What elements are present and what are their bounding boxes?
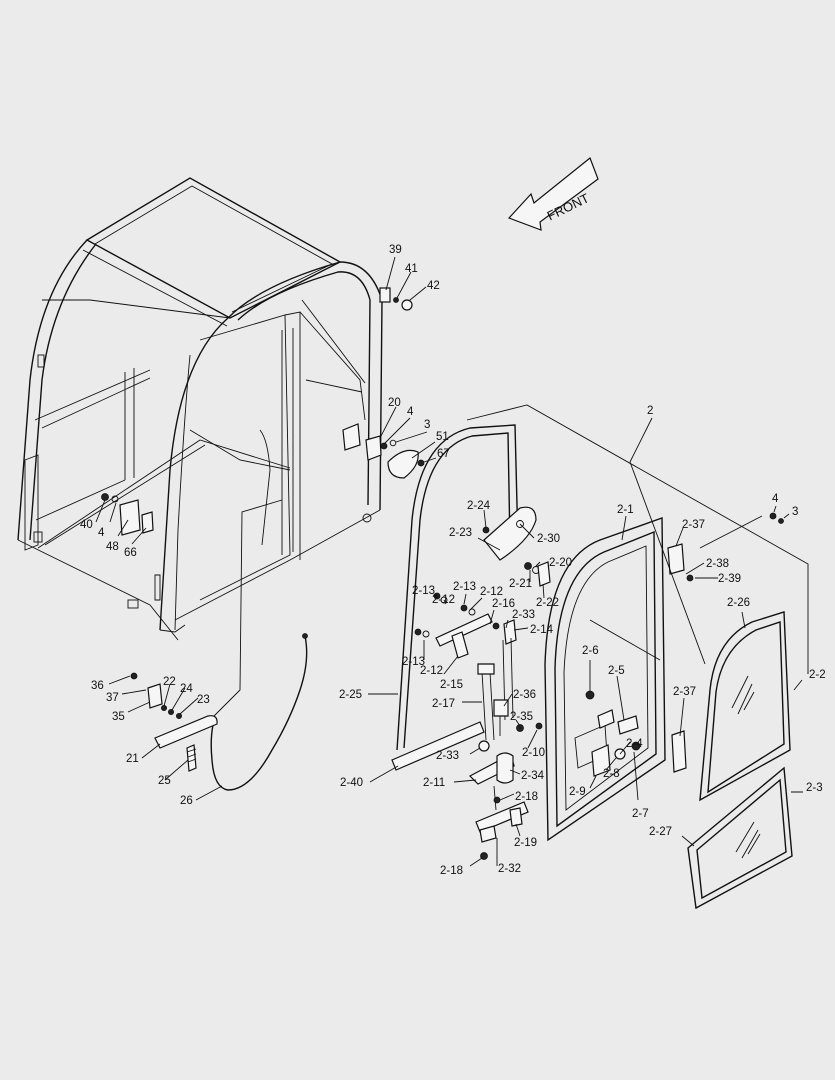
callout-2-14: 2-14 — [530, 624, 554, 636]
cab-frame — [17, 177, 383, 641]
callout-42: 42 — [427, 280, 440, 292]
callout-2-36: 2-36 — [513, 689, 536, 701]
callout-37: 37 — [106, 692, 119, 704]
callout-67: 67 — [437, 448, 450, 460]
callout-2-10: 2-10 — [522, 747, 545, 759]
callout-2-12: 2-12 — [432, 594, 455, 606]
callout-2-1: 2-1 — [617, 504, 634, 516]
door-seal-weatherstrip — [391, 424, 519, 771]
callout-2-13: 2-13 — [402, 656, 425, 668]
callout-3: 3 — [424, 419, 430, 431]
callout-2-13: 2-13 — [453, 581, 476, 593]
callout-2: 2 — [647, 405, 653, 417]
callout-21: 21 — [126, 753, 139, 765]
callout-2-35: 2-35 — [510, 711, 533, 723]
lower-door-window — [687, 766, 793, 910]
callout-24: 24 — [180, 683, 193, 695]
callout-23: 23 — [197, 694, 210, 706]
callout-66: 66 — [124, 547, 137, 559]
callout-35: 35 — [112, 711, 125, 723]
callout-2-20: 2-20 — [549, 557, 572, 569]
callout-2-38: 2-38 — [706, 558, 729, 570]
callout-51: 51 — [436, 431, 449, 443]
callout-2-8: 2-8 — [603, 768, 620, 780]
callout-2-15: 2-15 — [440, 679, 463, 691]
callout-2-18: 2-18 — [440, 865, 463, 877]
callout-2-25: 2-25 — [339, 689, 362, 701]
callout-2-27: 2-27 — [649, 826, 672, 838]
callout-labels: 39 41 42 20 4 3 51 67 40 4 48 66 2 4 3 2… — [80, 244, 826, 877]
upper-door-window — [699, 611, 791, 802]
callout-48: 48 — [106, 541, 119, 553]
callout-2-12: 2-12 — [480, 586, 503, 598]
callout-2-26: 2-26 — [727, 597, 750, 609]
callout-2-34: 2-34 — [521, 770, 545, 782]
callout-2-2: 2-2 — [809, 669, 826, 681]
callout-2-39: 2-39 — [718, 573, 741, 585]
callout-2-23: 2-23 — [449, 527, 472, 539]
callout-25: 25 — [158, 775, 171, 787]
front-direction-arrow: FRONT — [507, 157, 599, 231]
leader-lines — [95, 256, 809, 867]
callout-2-22: 2-22 — [536, 597, 559, 609]
callout-2-30: 2-30 — [537, 533, 560, 545]
callout-26: 26 — [180, 795, 193, 807]
callout-2-17: 2-17 — [432, 698, 455, 710]
callout-2-9: 2-9 — [569, 786, 586, 798]
callout-2-37: 2-37 — [673, 686, 696, 698]
callout-2-21: 2-21 — [509, 578, 532, 590]
callout-2-7: 2-7 — [632, 808, 649, 820]
callout-2-13: 2-13 — [412, 585, 435, 597]
callout-2-11: 2-11 — [423, 777, 445, 789]
callout-36: 36 — [91, 680, 104, 692]
callout-2-19: 2-19 — [514, 837, 537, 849]
callout-2-16: 2-16 — [492, 598, 515, 610]
release-cable-assembly — [130, 633, 308, 791]
callout-2-32: 2-32 — [498, 863, 521, 875]
callout-4: 4 — [772, 493, 779, 505]
callout-40: 40 — [80, 519, 93, 531]
callout-39: 39 — [389, 244, 402, 256]
callout-2-6: 2-6 — [582, 645, 599, 657]
callout-2-3: 2-3 — [806, 782, 823, 794]
callout-20: 20 — [388, 397, 401, 409]
latch-hardware — [414, 506, 551, 860]
callout-2-37: 2-37 — [682, 519, 705, 531]
callout-4: 4 — [407, 406, 414, 418]
callout-2-18: 2-18 — [515, 791, 538, 803]
callout-2-5: 2-5 — [608, 665, 625, 677]
callout-2-12: 2-12 — [420, 665, 443, 677]
door-catch-parts — [342, 287, 425, 479]
callout-2-24: 2-24 — [467, 500, 491, 512]
callout-22: 22 — [163, 676, 176, 688]
callout-2-40: 2-40 — [340, 777, 363, 789]
callout-2-33: 2-33 — [512, 609, 535, 621]
callout-41: 41 — [405, 263, 418, 275]
callout-4: 4 — [98, 527, 105, 539]
callout-2-33: 2-33 — [436, 750, 459, 762]
callout-2-4: 2-4 — [626, 738, 643, 750]
callout-3: 3 — [792, 506, 798, 518]
